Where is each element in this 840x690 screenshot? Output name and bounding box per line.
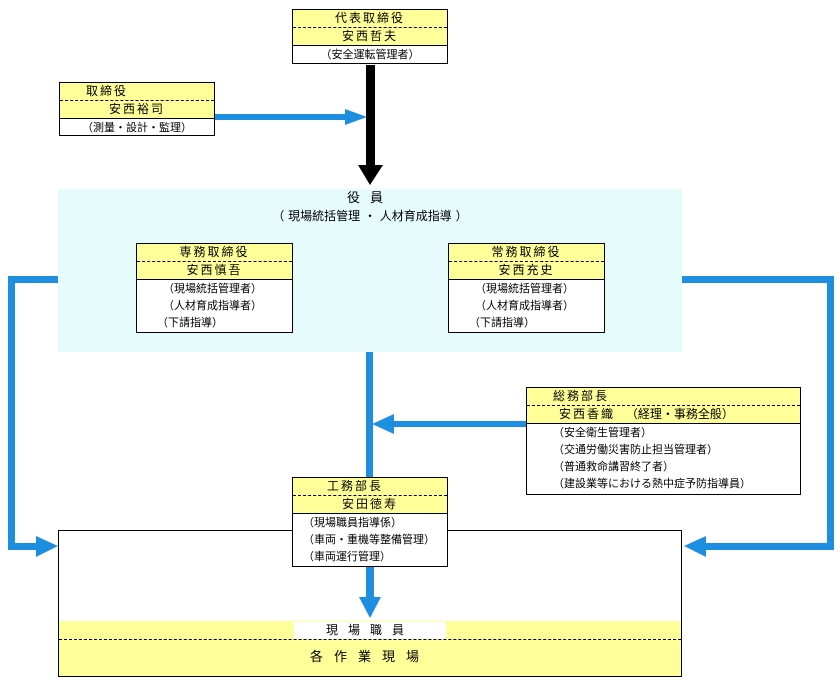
soumu-arrow-shaft <box>392 421 527 427</box>
soumu-arrowhead <box>372 414 394 434</box>
jomu-name: 安西充史 <box>449 262 604 280</box>
site-staff-label: 現場職員 <box>294 622 446 639</box>
black-arrow-shaft <box>366 65 375 168</box>
director-role: （測量・設計・監理） <box>82 121 192 134</box>
site-workplaces: 各作業現場 <box>309 650 430 665</box>
koumu-title: 工務部長 <box>293 478 447 496</box>
center-vertical-shaft <box>366 352 373 478</box>
right-loop-top <box>682 276 832 283</box>
koumu-name: 安田徳寿 <box>293 496 447 514</box>
jomu-role-2: （人材育成指導者） <box>475 299 574 312</box>
representative-role: （安全運転管理者） <box>320 48 420 61</box>
koumu-down-shaft <box>366 567 374 599</box>
director-box: 取締役 安西裕司 （測量・設計・監理） <box>59 82 215 136</box>
representative-box: 代表取締役 安西哲夫 （安全運転管理者） <box>292 9 448 64</box>
jomu-role-3: （下請指導） <box>469 316 535 329</box>
senmu-name: 安西慎吾 <box>137 262 292 280</box>
right-loop-vertical <box>827 276 834 550</box>
soumu-box: 総務部長 安西香織 （経理・事務全般） （安全衛生管理者） （交通労働災害防止担… <box>526 387 801 495</box>
soumu-role-2: （交通労働災害防止担当管理者） <box>553 443 718 456</box>
soumu-role-1: （安全衛生管理者） <box>553 426 652 439</box>
director-arrow-shaft <box>215 114 347 120</box>
officers-subtitle: （ 現場統括管理 ・ 人材育成指導 ） <box>272 209 468 223</box>
senmu-role-2: （人材育成指導者） <box>163 299 262 312</box>
koumu-box: 工務部長 安田徳寿 （現場職員指導係） （車両・重機等整備管理） （車両運行管理… <box>292 477 448 567</box>
jomu-role-1: （現場統括管理者） <box>475 282 574 295</box>
senmu-role-1: （現場統括管理者） <box>163 282 262 295</box>
soumu-title: 総務部長 <box>527 388 800 406</box>
representative-name: 安西哲夫 <box>293 28 447 46</box>
soumu-role-4: （建設業等における熱中症予防指導員） <box>553 477 751 490</box>
senmu-title: 専務取締役 <box>137 244 292 262</box>
koumu-role-2: （車両・重機等整備管理） <box>303 533 435 546</box>
left-loop-vertical <box>8 276 15 550</box>
soumu-note: （経理・事務全般） <box>625 407 734 421</box>
director-title: 取締役 <box>60 83 214 101</box>
soumu-name-row: 安西香織 （経理・事務全般） <box>527 406 800 424</box>
senmu-role-3: （下請指導） <box>157 316 223 329</box>
left-loop-arrowhead <box>36 536 58 557</box>
koumu-role-1: （現場職員指導係） <box>303 516 402 529</box>
officers-title: 役員 <box>346 191 393 206</box>
site-divider <box>59 639 681 640</box>
representative-title: 代表取締役 <box>293 10 447 28</box>
left-loop-bottom <box>8 543 38 550</box>
left-loop-top <box>8 276 58 283</box>
jomu-box: 常務取締役 安西充史 （現場統括管理者） （人材育成指導者） （下請指導） <box>448 243 605 333</box>
soumu-role-3: （普通救命講習終了者） <box>553 460 674 473</box>
jomu-title: 常務取締役 <box>449 244 604 262</box>
right-loop-arrowhead <box>684 536 706 557</box>
koumu-down-arrowhead <box>359 597 381 618</box>
senmu-box: 専務取締役 安西慎吾 （現場統括管理者） （人材育成指導者） （下請指導） <box>136 243 293 333</box>
right-loop-bottom <box>704 543 834 550</box>
director-arrowhead <box>345 109 367 125</box>
black-arrowhead <box>358 165 383 185</box>
koumu-role-3: （車両運行管理） <box>303 550 391 563</box>
soumu-name: 安西香織 <box>559 407 616 421</box>
director-name: 安西裕司 <box>60 101 214 119</box>
